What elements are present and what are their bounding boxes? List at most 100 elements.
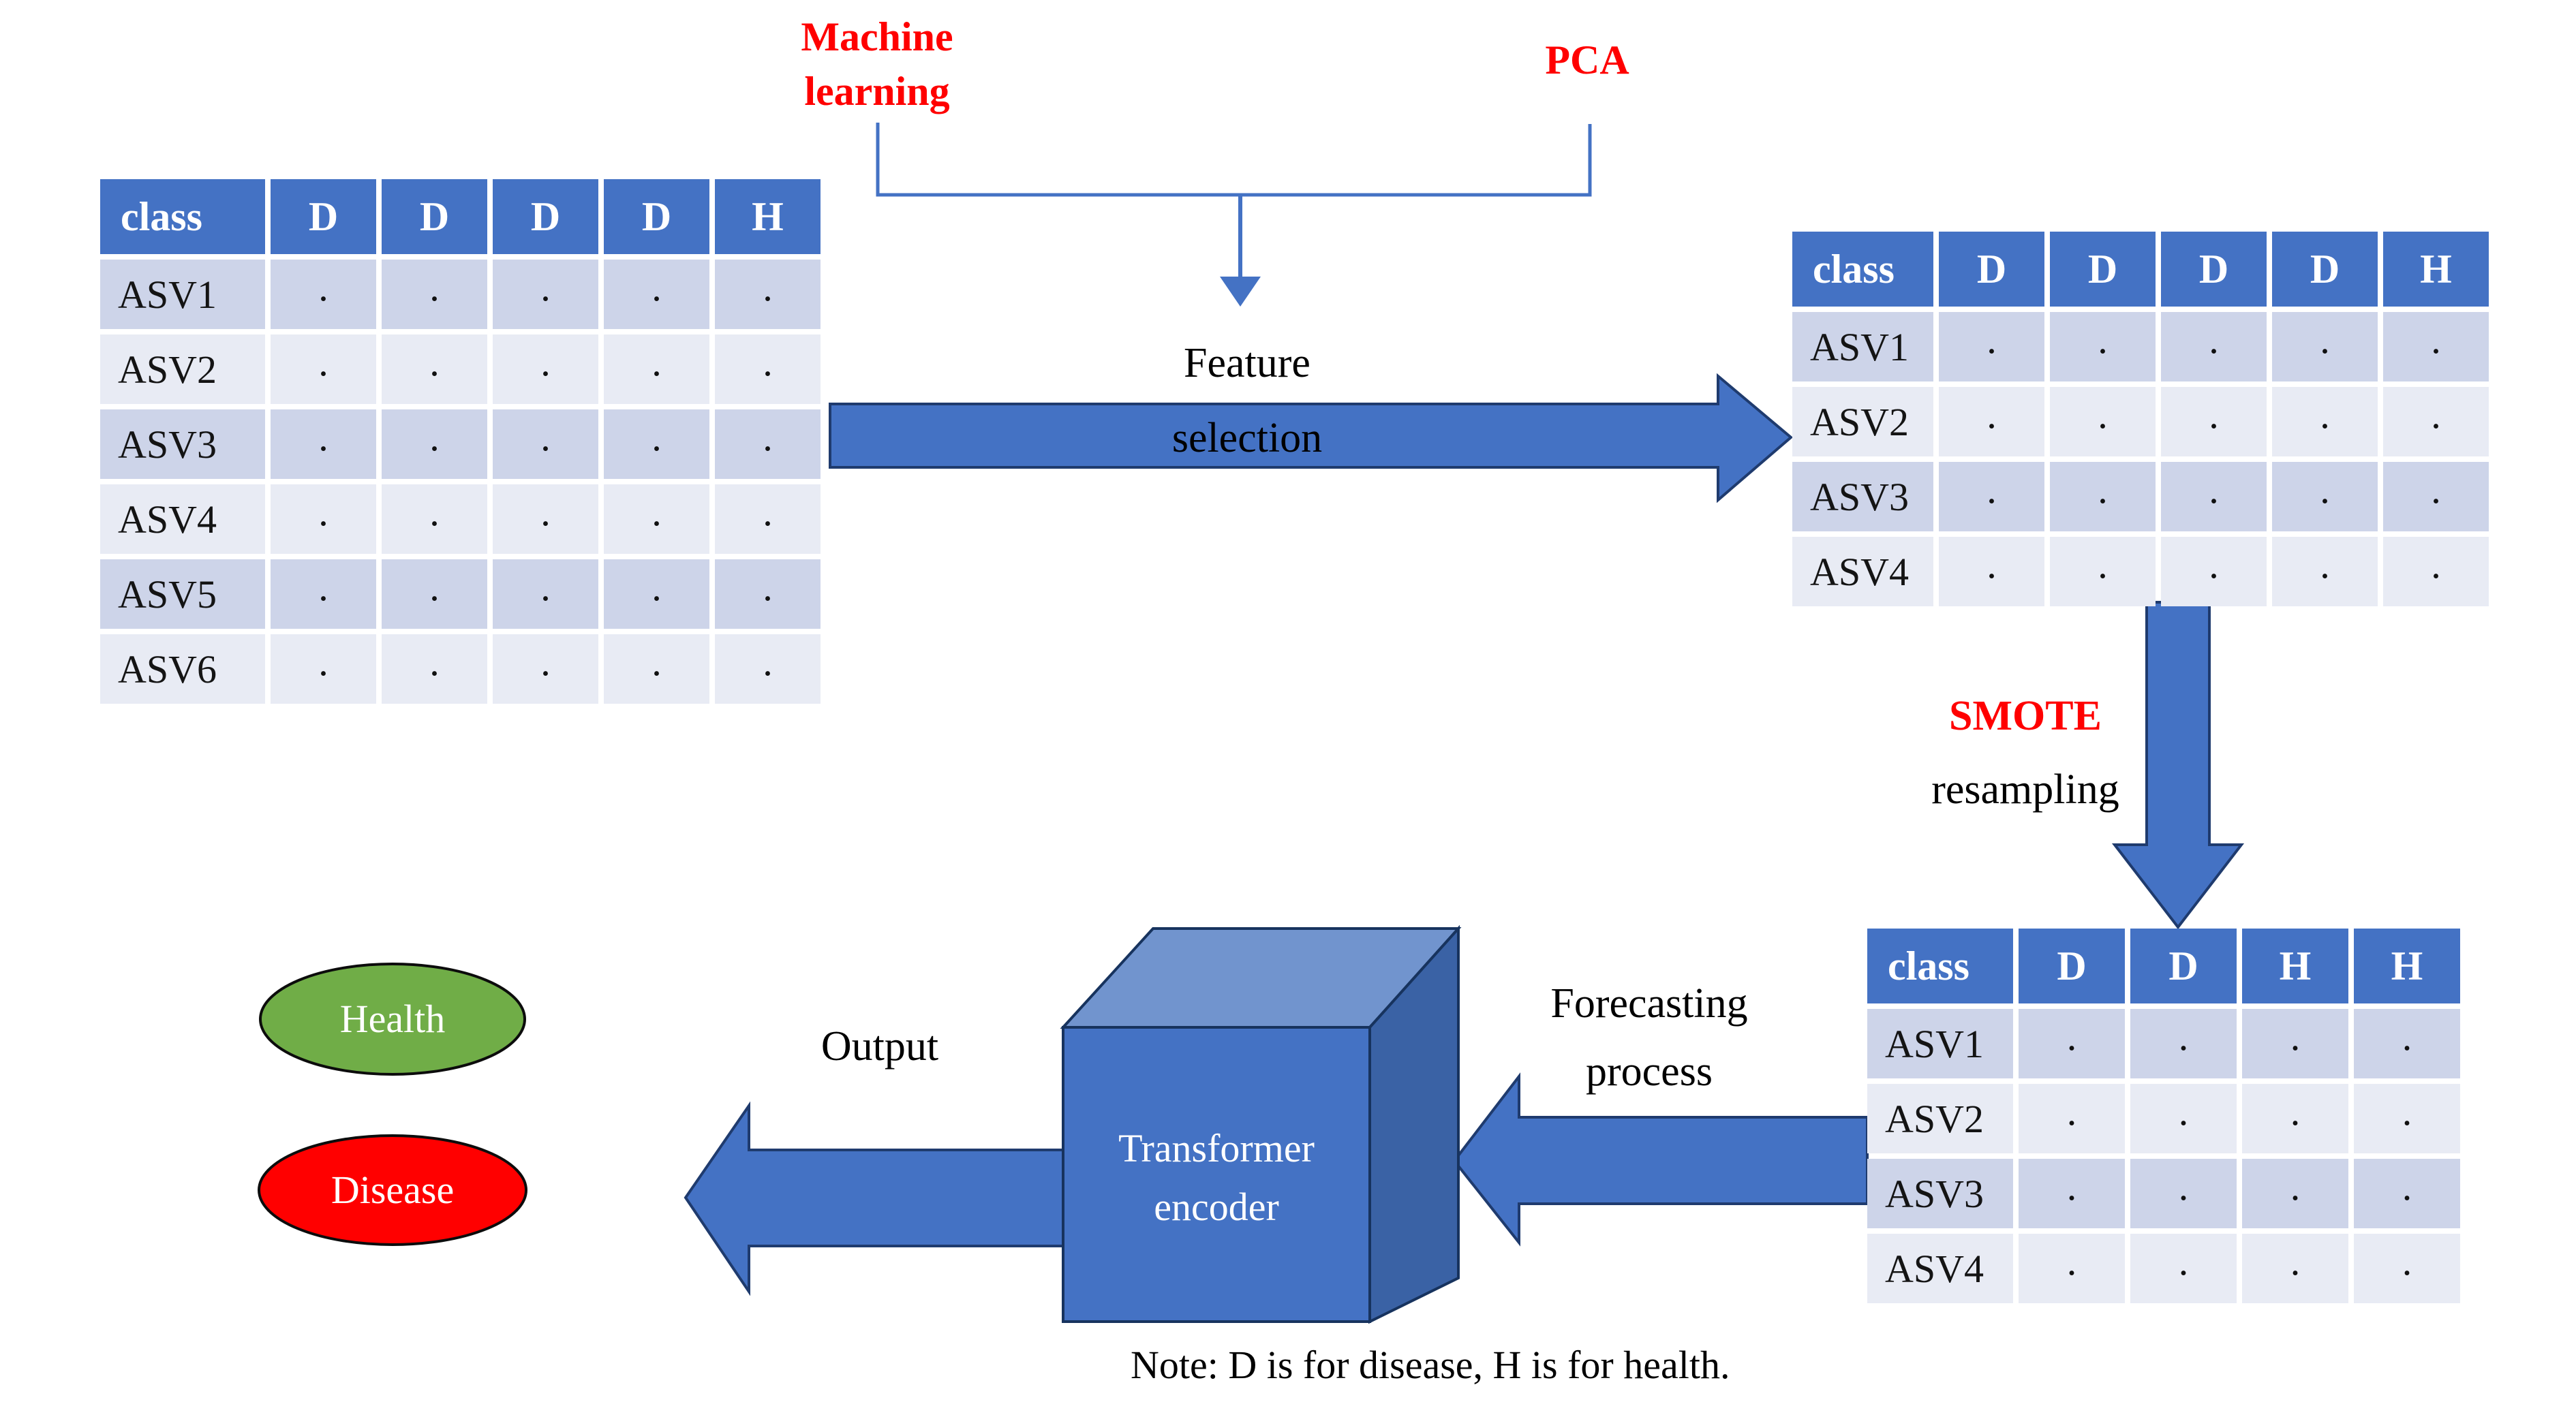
health-label: Health: [339, 997, 446, 1041]
value-cell: .: [2161, 537, 2267, 606]
right-arrow: [829, 373, 1794, 503]
header-cell: D: [1939, 232, 2044, 307]
value-cell: .: [271, 409, 376, 479]
header-cell: D: [2272, 232, 2378, 307]
header-cell: H: [2354, 929, 2460, 1003]
resampling-line: resampling: [1931, 766, 2119, 813]
header-cell-class: class: [1867, 929, 2013, 1003]
header-cell: D: [2019, 929, 2125, 1003]
machine-learning-label: Machine learning: [741, 10, 1013, 119]
header-cell-class: class: [1792, 232, 1933, 307]
value-cell: .: [2354, 1234, 2460, 1303]
row-label-cell: ASV6: [100, 634, 265, 704]
header-cell: H: [2242, 929, 2348, 1003]
header-cell: H: [715, 179, 821, 254]
value-cell: .: [2161, 312, 2267, 381]
value-cell: .: [493, 484, 598, 554]
header-cell: D: [2161, 232, 2267, 307]
row-label-cell: ASV4: [1867, 1234, 2013, 1303]
smote-line: SMOTE: [1949, 693, 2102, 739]
value-cell: .: [271, 260, 376, 329]
value-cell: .: [2161, 462, 2267, 531]
value-cell: .: [604, 559, 709, 629]
value-cell: .: [715, 484, 821, 554]
value-cell: .: [2130, 1159, 2237, 1228]
value-cell: .: [1939, 387, 2044, 456]
value-cell: .: [271, 484, 376, 554]
value-cell: .: [2242, 1159, 2348, 1228]
header-cell: D: [604, 179, 709, 254]
grouping-bracket: [876, 123, 1592, 197]
transformer-line2: encoder: [1154, 1185, 1279, 1229]
cube-front-face: [1062, 1026, 1371, 1323]
value-cell: .: [1939, 537, 2044, 606]
value-cell: .: [382, 409, 487, 479]
value-cell: .: [382, 484, 487, 554]
output-left-arrow: [684, 1101, 1068, 1296]
output-label: Output: [821, 1023, 939, 1070]
row-label-cell: ASV2: [1792, 387, 1933, 456]
value-cell: .: [271, 334, 376, 404]
value-cell: .: [382, 260, 487, 329]
value-cell: .: [604, 634, 709, 704]
value-cell: .: [2272, 312, 2378, 381]
row-label-cell: ASV3: [100, 409, 265, 479]
value-cell: .: [1939, 462, 2044, 531]
forecasting-process-label: Forecasting process: [1513, 969, 1785, 1106]
value-cell: .: [2354, 1159, 2460, 1228]
value-cell: .: [2019, 1159, 2125, 1228]
value-cell: .: [2383, 537, 2489, 606]
value-cell: .: [2272, 537, 2378, 606]
row-label-cell: ASV2: [100, 334, 265, 404]
value-cell: .: [2242, 1084, 2348, 1153]
header-cell: D: [2130, 929, 2237, 1003]
forecasting-line1: Forecasting: [1550, 980, 1748, 1027]
feature-selection-label: Feature selection: [1111, 326, 1383, 476]
row-label-cell: ASV3: [1792, 462, 1933, 531]
value-cell: .: [493, 559, 598, 629]
value-cell: .: [604, 409, 709, 479]
value-cell: .: [715, 409, 821, 479]
transformer-encoder-label: Transformer encoder: [1063, 1119, 1370, 1236]
header-cell: D: [382, 179, 487, 254]
forecasting-left-arrow: [1452, 1072, 1869, 1247]
feature-selection-line1: Feature: [1184, 340, 1310, 386]
machine-learning-line2: learning: [804, 69, 950, 114]
row-label-cell: ASV1: [1792, 312, 1933, 381]
value-cell: .: [271, 559, 376, 629]
header-cell: D: [2050, 232, 2156, 307]
value-cell: .: [2383, 312, 2489, 381]
value-cell: .: [493, 260, 598, 329]
disease-label: Disease: [331, 1168, 455, 1212]
value-cell: .: [493, 634, 598, 704]
machine-learning-line1: Machine: [801, 14, 953, 59]
value-cell: .: [2242, 1009, 2348, 1078]
value-cell: .: [2161, 387, 2267, 456]
forecasting-line2: process: [1586, 1048, 1713, 1095]
value-cell: .: [604, 260, 709, 329]
value-cell: .: [382, 634, 487, 704]
value-cell: .: [2242, 1234, 2348, 1303]
row-label-cell: ASV5: [100, 559, 265, 629]
smote-resampling-label: SMOTE resampling: [1889, 679, 2162, 826]
value-cell: .: [2050, 387, 2156, 456]
value-cell: .: [2130, 1084, 2237, 1153]
pca-label: PCA: [1545, 37, 1629, 82]
value-cell: .: [715, 634, 821, 704]
transformer-line1: Transformer: [1118, 1126, 1315, 1170]
value-cell: .: [2383, 462, 2489, 531]
value-cell: .: [2050, 312, 2156, 381]
row-label-cell: ASV3: [1867, 1159, 2013, 1228]
value-cell: .: [1939, 312, 2044, 381]
note-text: Note: D is for disease, H is for health.: [1131, 1343, 1730, 1387]
row-label-cell: ASV2: [1867, 1084, 2013, 1153]
value-cell: .: [604, 484, 709, 554]
value-cell: .: [715, 559, 821, 629]
row-label-cell: ASV4: [100, 484, 265, 554]
smote-down-arrow: [2111, 601, 2245, 930]
down-arrowhead-icon: [1220, 277, 1261, 307]
health-ellipse: [259, 963, 526, 1076]
